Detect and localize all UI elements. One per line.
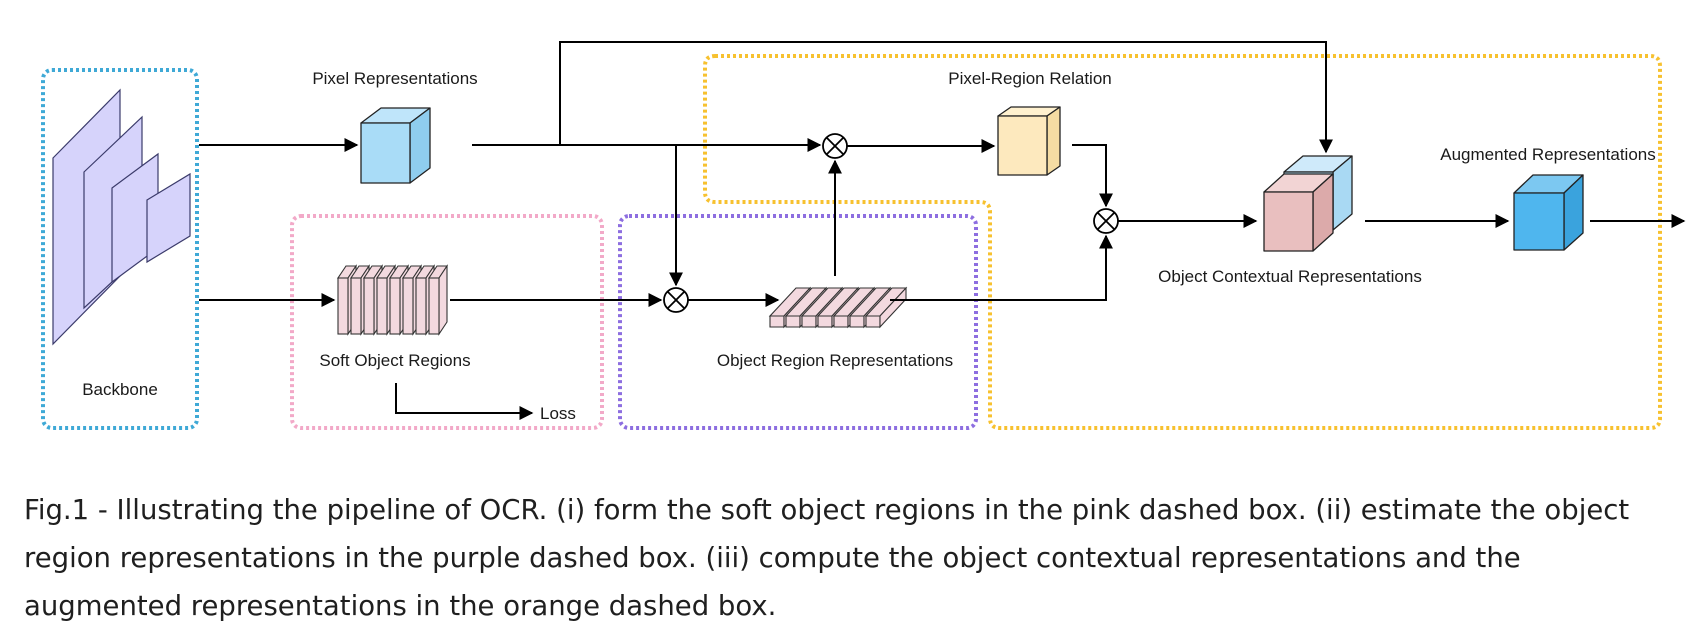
object-region-representations-label: Object Region Representations: [717, 351, 953, 370]
backbone-label: Backbone: [82, 380, 158, 399]
figure-caption: Fig.1 - Illustrating the pipeline of OCR…: [24, 494, 1630, 622]
object-contextual-representations-label: Object Contextual Representations: [1158, 267, 1422, 286]
object-contextual-representations-cube-icon: [1263, 155, 1353, 252]
multiply-node-1-icon: [663, 287, 689, 313]
pixel-representations-cube-icon: [360, 107, 431, 184]
multiply-node-3-icon: [1093, 208, 1119, 234]
object-region-representations-icon: [768, 286, 908, 329]
ocr-pipeline-diagram: Backbone Pixel Representations Soft Obje…: [41, 41, 1686, 430]
pixel-region-relation-label: Pixel-Region Relation: [948, 69, 1111, 88]
augmented-representations-label: Augmented Representations: [1440, 145, 1655, 164]
pixel-representations-label: Pixel Representations: [312, 69, 477, 88]
loss-arrow: [395, 383, 534, 420]
soft-object-regions-label: Soft Object Regions: [319, 351, 470, 370]
backbone-icon: [52, 88, 191, 346]
backbone-dashed-box: [41, 68, 199, 430]
multiply-node-2-icon: [822, 133, 848, 159]
loss-label: Loss: [540, 404, 576, 423]
soft-object-regions-icon: [336, 264, 449, 336]
augmented-representations-cube-icon: [1513, 174, 1584, 251]
connector-lines: [199, 41, 1686, 307]
soft-object-regions-dashed-box: [290, 214, 604, 430]
pixel-region-relation-cube-icon: [997, 106, 1061, 176]
object-region-representations-dashed-box: [618, 214, 978, 430]
